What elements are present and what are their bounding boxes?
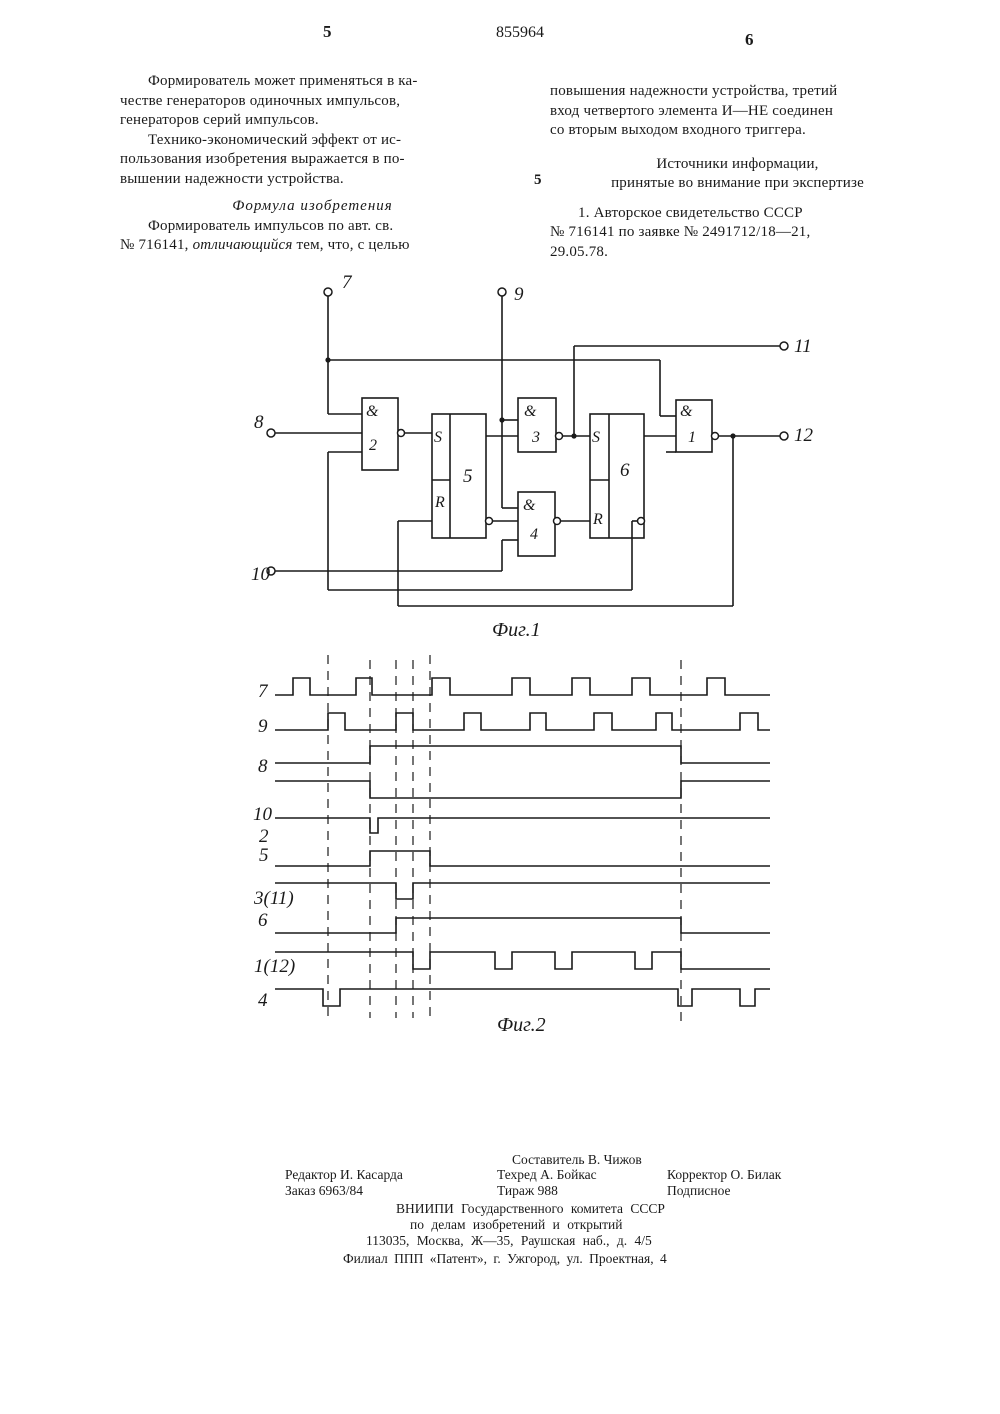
trigger-5-number: 5 — [463, 466, 473, 487]
trigger-6-s-input: S — [592, 429, 600, 446]
terminal-12-label: 12 — [794, 425, 814, 446]
colophon-corrector: Корректор О. Билак — [667, 1166, 781, 1183]
gate-1-number: 1 — [688, 429, 696, 446]
signal-9-label: 9 — [258, 716, 268, 737]
gate-4-and-symbol: & — [523, 497, 536, 514]
fig2-caption: Фиг.2 — [497, 1014, 546, 1036]
signal-4-label: 4 — [258, 990, 268, 1011]
gate-2-number: 2 — [369, 437, 377, 454]
colophon-subscription: Подписное — [667, 1182, 731, 1199]
signal-8-label: 8 — [258, 756, 268, 777]
colophon-org-line2: по делам изобретений и открытий — [410, 1216, 622, 1233]
terminal-7-label: 7 — [342, 272, 353, 293]
gate-2-and-symbol: & — [366, 403, 379, 420]
fig1-caption: Фиг.1 — [492, 619, 541, 641]
signal-6-label: 6 — [258, 910, 268, 931]
terminal-11-label: 11 — [794, 336, 812, 357]
gate-3-number: 3 — [531, 429, 540, 446]
signal-3-11-label: 3(11) — [253, 888, 294, 909]
gate-3-and-symbol: & — [524, 403, 537, 420]
signal-1-12-label: 1(12) — [254, 956, 295, 977]
trigger-6-number: 6 — [620, 460, 630, 481]
trigger-6-r-input: R — [592, 511, 603, 528]
signal-10-label: 10 — [253, 804, 273, 825]
terminal-9-label: 9 — [514, 284, 524, 305]
trigger-5-s-input: S — [434, 429, 442, 446]
colophon-techred: Техред А. Бойкас — [497, 1166, 597, 1183]
signal-2-label: 2 — [259, 826, 269, 847]
trigger-5-r-input: R — [434, 494, 445, 511]
signal-7-label: 7 — [258, 681, 269, 702]
colophon-editor: Редактор И. Касарда — [285, 1166, 403, 1183]
terminal-10-label: 10 — [251, 564, 271, 585]
colophon-branch: Филиал ППП «Патент», г. Ужгород, ул. Про… — [343, 1250, 667, 1267]
fig1-schematic: 7 9 11 8 12 10 & 2 & 3 & 4 & 1 S R 5 S R… — [0, 0, 1000, 660]
gate-4-number: 4 — [530, 526, 538, 543]
fig2-timing-diagram: 7 9 8 10 2 5 3(11) 6 1(12) 4 Фиг.2 — [0, 650, 1000, 1050]
colophon-order: Заказ 6963/84 — [285, 1182, 363, 1199]
colophon-org-line1: ВНИИПИ Государственного комитета СССР — [396, 1200, 665, 1217]
terminal-8-label: 8 — [254, 412, 264, 433]
signal-5-label: 5 — [259, 845, 269, 866]
colophon-circulation: Тираж 988 — [497, 1182, 558, 1199]
gate-1-and-symbol: & — [680, 403, 693, 420]
colophon-org-line3: 113035, Москва, Ж—35, Раушская наб., д. … — [366, 1232, 652, 1249]
